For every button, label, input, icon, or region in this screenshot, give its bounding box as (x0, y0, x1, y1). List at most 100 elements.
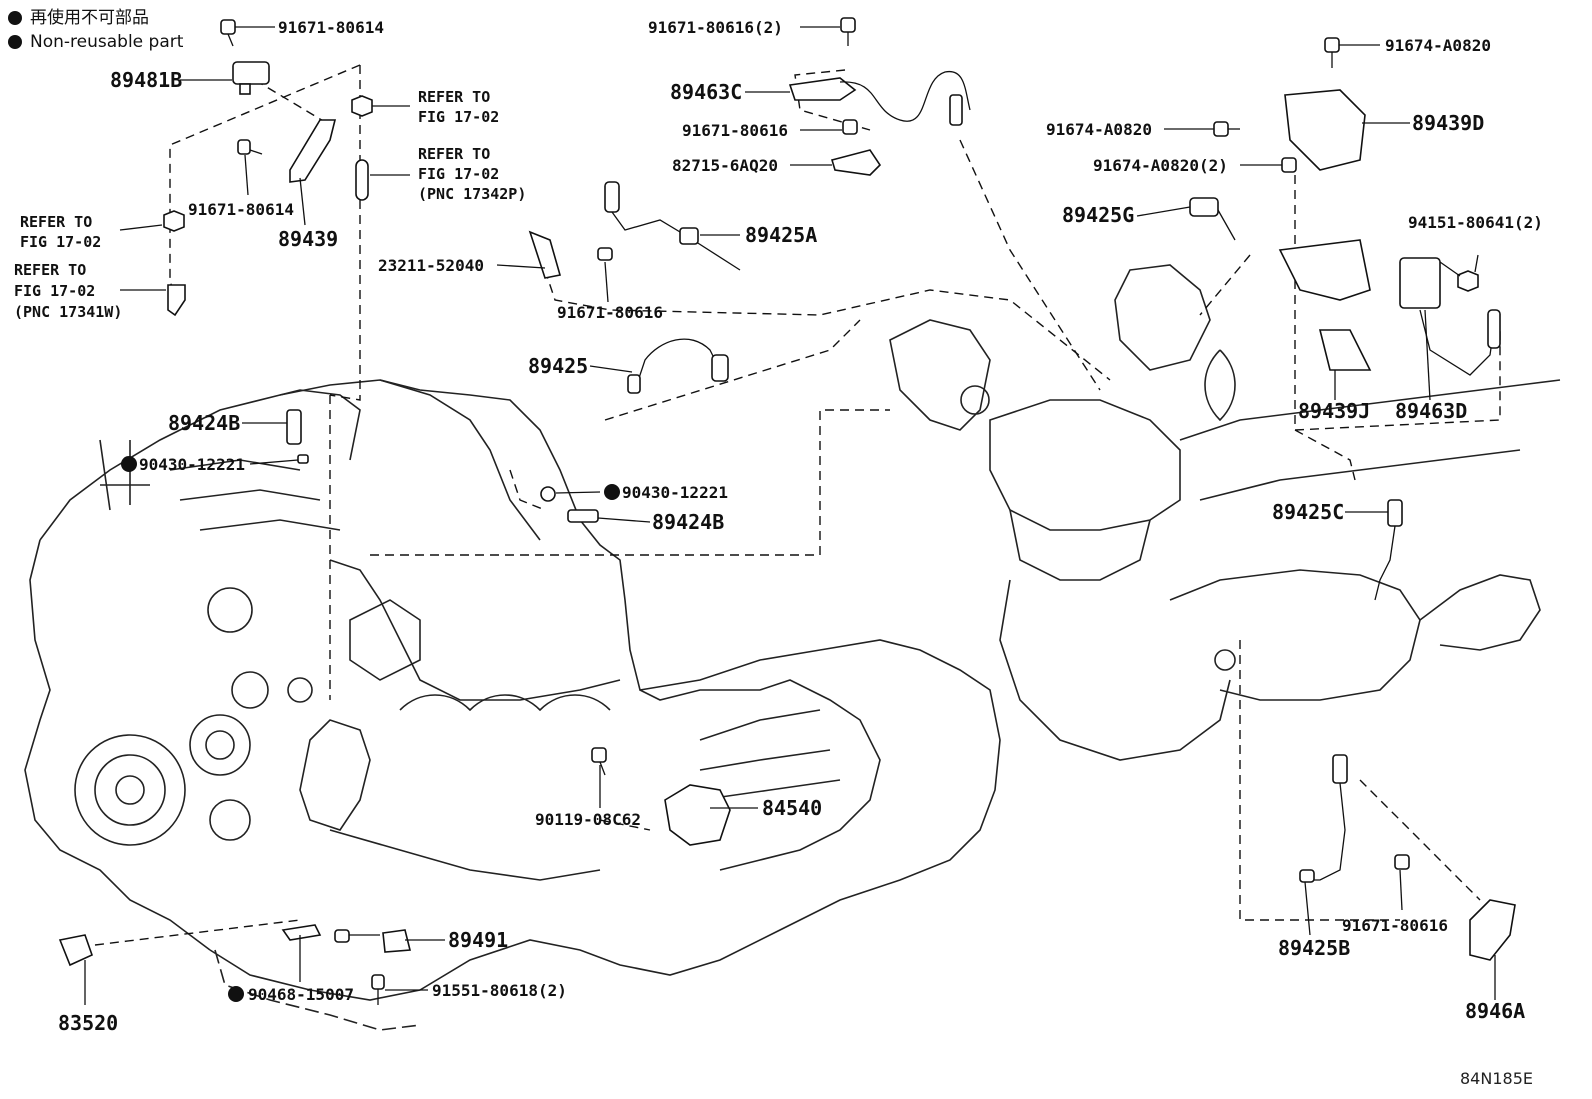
heat-insulator-icon (1284, 89, 1366, 171)
control-module-icon (1399, 257, 1441, 309)
oxygen-sensor-icon (1419, 309, 1501, 376)
non-reusable-dot-icon (228, 986, 244, 1002)
callout-89425B: 89425B (1278, 936, 1350, 960)
callout-90430-12221: 90430-12221 (139, 455, 245, 474)
legend-en-label: Non-reusable part (30, 32, 184, 52)
callout-91671-80616: 91671-80616 (682, 121, 788, 140)
callout-89439: 89439 (278, 227, 338, 251)
callout-91671-80616: 91671-80616 (1342, 916, 1448, 935)
callout-90430-12221: 90430-12221 (622, 483, 728, 502)
legend-row-en: Non-reusable part (8, 30, 183, 54)
refer-label: FIG 17-02 (418, 108, 499, 126)
callout-91674-A0820-2: 91674-A0820(2) (1093, 156, 1228, 175)
callout-labels: 91671-80614 89481B 91671-80614 89439 REF… (14, 18, 1543, 1088)
callout-89425C: 89425C (1272, 500, 1344, 524)
refer-label: FIG 17-02 (14, 282, 95, 300)
refer-label: REFER TO (418, 145, 490, 163)
callout-90468-15007: 90468-15007 (248, 985, 354, 1004)
gasket-icon (540, 486, 556, 502)
callout-91551-80618-2: 91551-80618(2) (432, 981, 567, 1000)
temperature-sensor-icon (627, 338, 729, 394)
bolt-icon (597, 247, 613, 261)
hose-icon (355, 159, 369, 201)
bolt-icon (591, 747, 607, 776)
refer-label: (PNC 17341W) (14, 303, 122, 321)
bolt-icon (1213, 121, 1240, 137)
bracket-icon (1469, 899, 1516, 961)
callout-89425G: 89425G (1062, 203, 1134, 227)
legend-row-jp: 再使用不可部品 (8, 6, 183, 30)
bolt-icon (1324, 37, 1340, 68)
callout-89425A: 89425A (745, 223, 817, 247)
refer-label: REFER TO (20, 213, 92, 231)
oxygen-sensor-icon (1189, 197, 1236, 241)
temperature-sensor-icon (286, 409, 309, 464)
callout-94151-80641-2: 94151-80641(2) (1408, 213, 1543, 232)
refer-label: REFER TO (418, 88, 490, 106)
callout-89439D: 89439D (1412, 111, 1484, 135)
callout-8946A: 8946A (1465, 999, 1525, 1023)
legend: 再使用不可部品 Non-reusable part (8, 6, 183, 54)
figure-code: 84N185E (1460, 1069, 1533, 1088)
callout-89424B: 89424B (652, 510, 724, 534)
callout-89439J: 89439J (1298, 399, 1370, 423)
non-reusable-dot-icon (604, 484, 620, 500)
callout-91674-A0820: 91674-A0820 (1385, 36, 1491, 55)
gasket-icon (281, 924, 322, 941)
refer-label: FIG 17-02 (20, 233, 101, 251)
callout-89425: 89425 (528, 354, 588, 378)
non-reusable-dot-icon (8, 35, 22, 49)
bolt-icon (1394, 854, 1410, 870)
callout-89481B: 89481B (110, 68, 182, 92)
pressure-switch-icon (664, 784, 731, 846)
nut-icon (163, 210, 185, 232)
callout-91671-80614: 91671-80614 (278, 18, 384, 37)
callout-23211-52040: 23211-52040 (378, 256, 484, 275)
callout-89424B: 89424B (168, 411, 240, 435)
pressure-sensor-icon (232, 61, 270, 95)
oxygen-sensor-icon (788, 71, 971, 126)
refer-label: FIG 17-02 (418, 165, 499, 183)
nut-icon (1457, 270, 1479, 292)
temperature-sensor-icon (604, 181, 741, 271)
bracket-icon (289, 119, 337, 183)
bolt-icon (371, 974, 385, 1005)
callout-91671-80616: 91671-80616 (557, 303, 663, 322)
callout-84540: 84540 (762, 796, 822, 820)
non-reusable-dot-icon (121, 456, 137, 472)
callout-89491: 89491 (448, 928, 508, 952)
callout-83520: 83520 (58, 1011, 118, 1035)
bolt-icon (840, 17, 856, 46)
refer-label: (PNC 17342P) (418, 185, 526, 203)
temperature-sensor-icon (1299, 754, 1348, 883)
bolt-icon (842, 119, 858, 135)
temperature-sensor-icon (1374, 499, 1403, 601)
bracket-icon (1278, 239, 1372, 371)
refer-label: REFER TO (14, 261, 86, 279)
speed-sensor-icon (334, 929, 412, 953)
callout-91671-80614: 91671-80614 (188, 200, 294, 219)
callout-91671-80616-2: 91671-80616(2) (648, 18, 783, 37)
engine-assembly-outline (24, 379, 1001, 1031)
exhaust-catalyst-outline (889, 264, 1561, 761)
hose-icon (167, 284, 186, 317)
oil-pressure-switch-icon (58, 934, 93, 967)
legend-jp-label: 再使用不可部品 (30, 8, 149, 28)
temperature-sensor-icon (567, 509, 599, 523)
bolt-icon (220, 19, 236, 47)
part-symbols (58, 17, 1516, 1005)
non-reusable-dot-icon (8, 11, 22, 25)
callout-90119-08C62: 90119-08C62 (535, 810, 641, 829)
bracket-icon (528, 230, 562, 279)
nut-icon (351, 95, 373, 117)
bolt-icon (1281, 157, 1297, 173)
leader-lines (84, 26, 1496, 1005)
callout-82715-6AQ20: 82715-6AQ20 (672, 156, 778, 175)
callout-89463D: 89463D (1395, 399, 1467, 423)
callout-91674-A0820: 91674-A0820 (1046, 120, 1152, 139)
bracket-icon (830, 149, 882, 176)
callout-89463C: 89463C (670, 80, 742, 104)
bolt-icon (237, 139, 263, 155)
